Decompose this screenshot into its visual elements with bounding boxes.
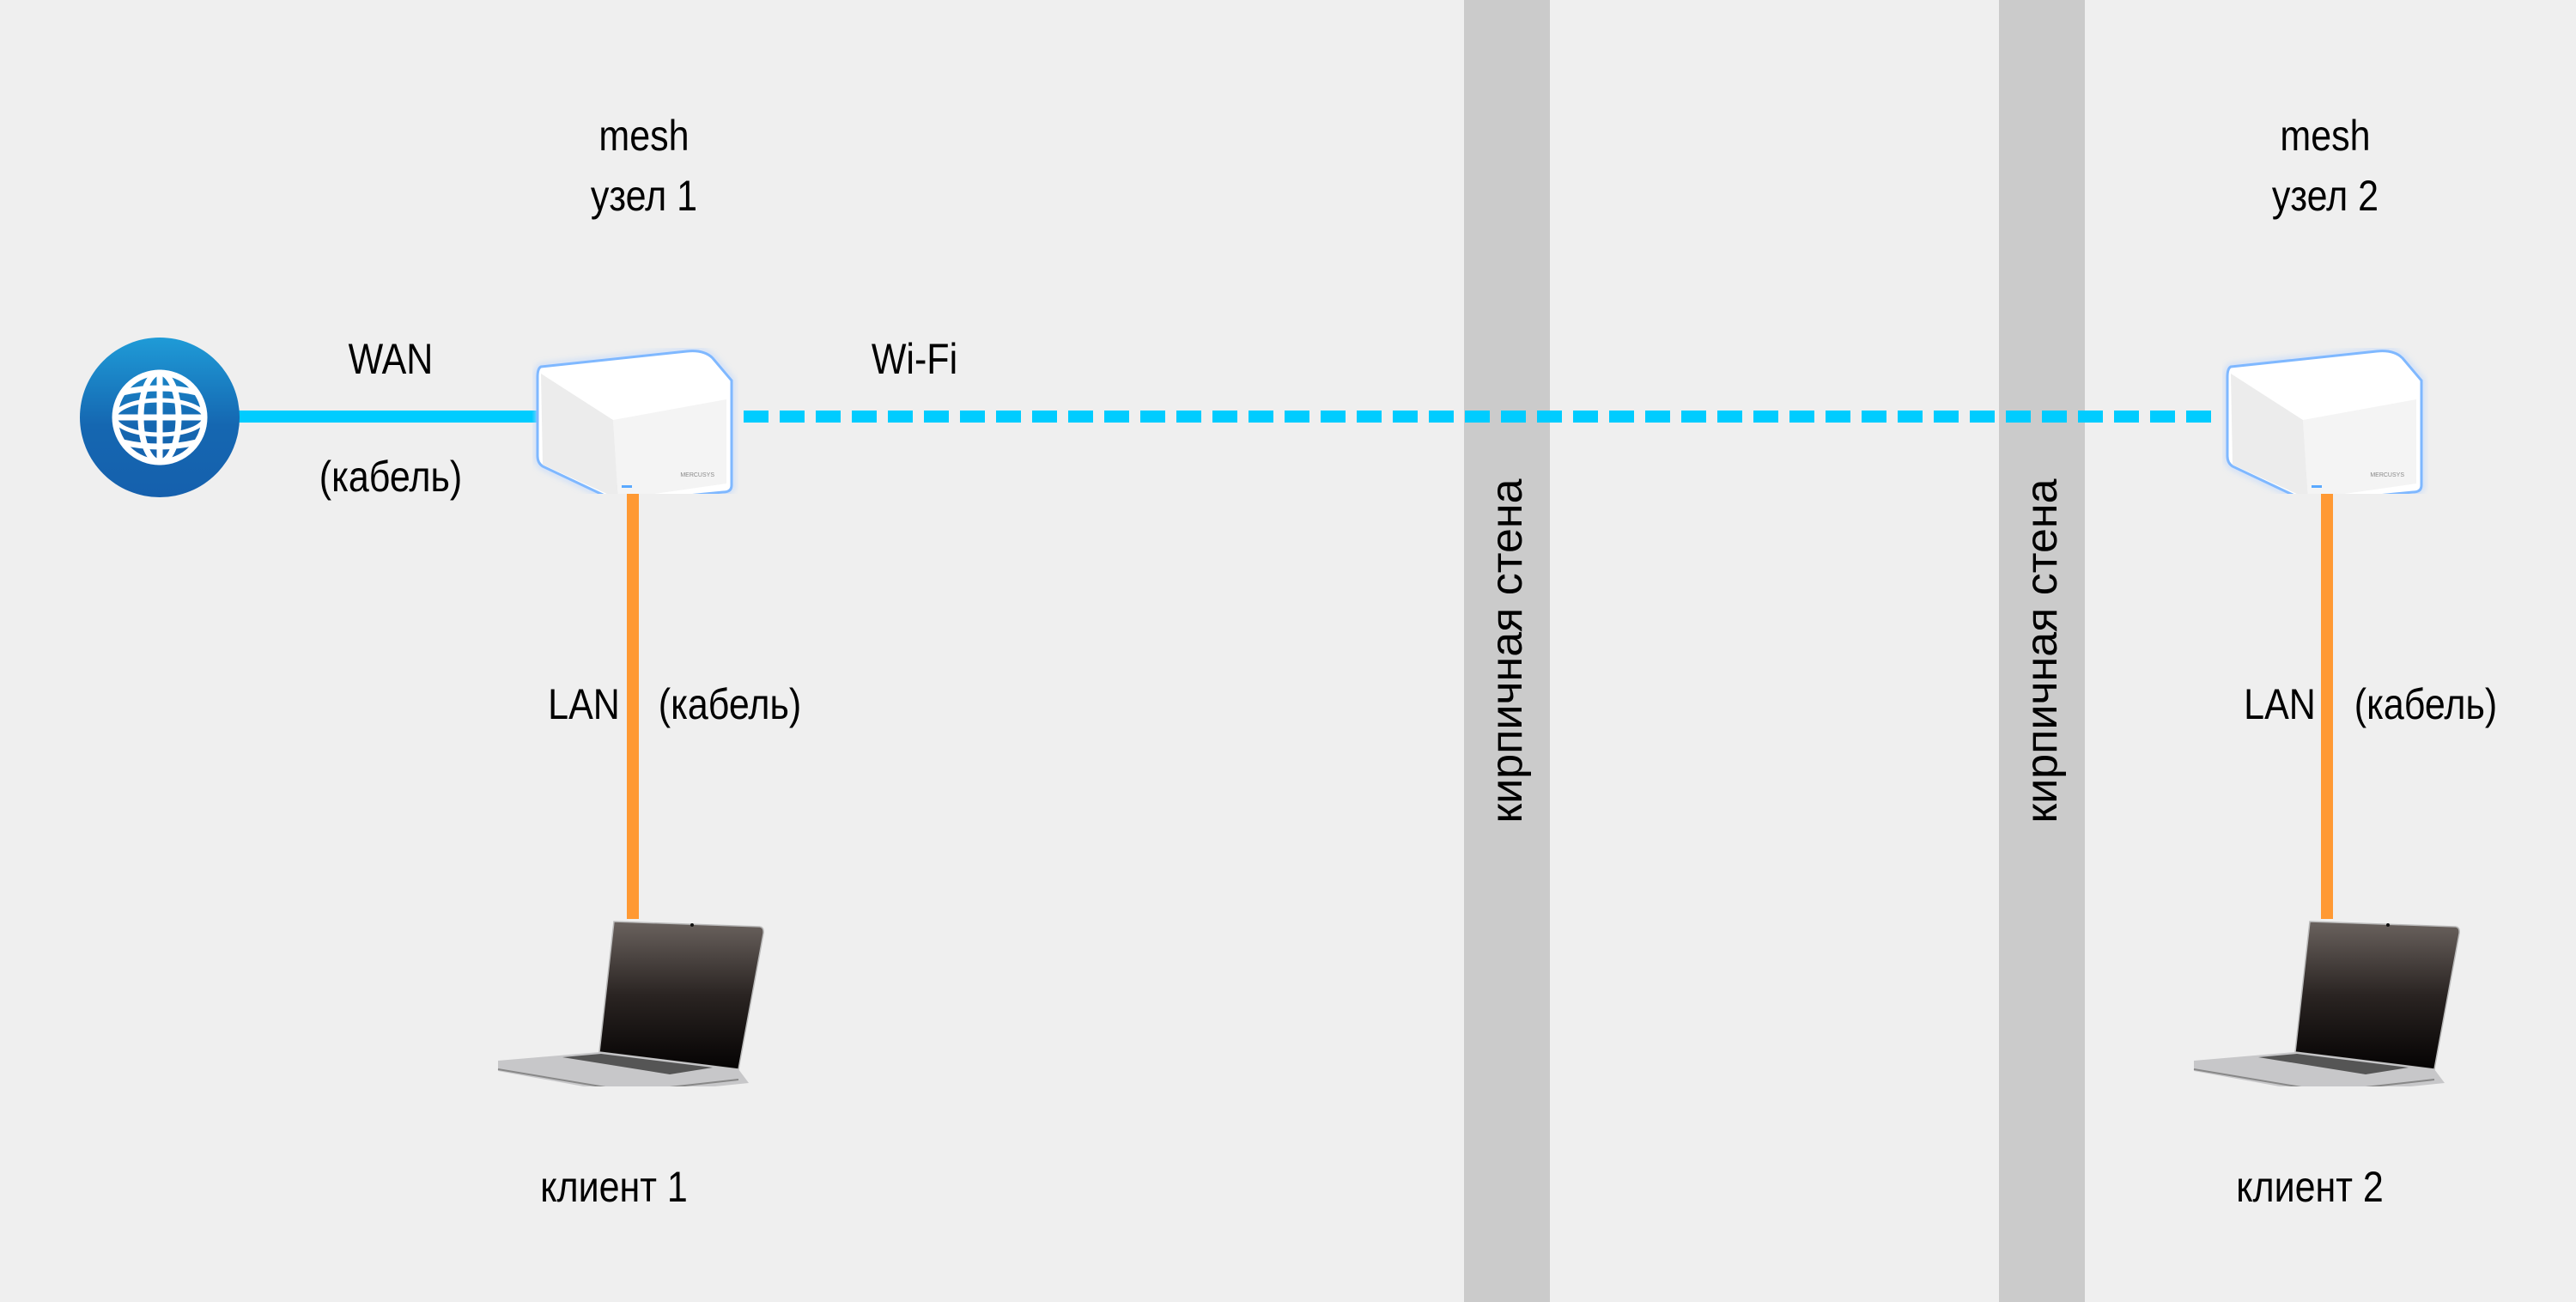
wifi-dash — [2006, 411, 2031, 423]
wifi-dash — [1249, 411, 1273, 423]
wifi-dash — [1898, 411, 1923, 423]
wifi-dash — [2078, 411, 2103, 423]
wifi-dash — [1645, 411, 1670, 423]
lan1-label: LAN — [548, 680, 620, 728]
wifi-dash — [1826, 411, 1850, 423]
wifi-dash — [1934, 411, 1959, 423]
wan-medium-label: (кабель) — [319, 453, 463, 501]
wifi-dash — [924, 411, 949, 423]
wifi-dash — [2114, 411, 2139, 423]
wifi-dash — [1465, 411, 1490, 423]
wifi-dash — [1501, 411, 1526, 423]
wifi-dash — [1104, 411, 1129, 423]
router-brand-1: MERCUSYS — [680, 472, 714, 478]
wifi-dash — [1140, 411, 1165, 423]
mesh-router-2[interactable]: MERCUSYS — [2222, 348, 2428, 494]
wifi-dash — [1573, 411, 1598, 423]
brick-wall-2: кирпичная стена — [1999, 0, 2085, 1302]
brick-wall-1: кирпичная стена — [1464, 0, 1550, 1302]
wifi-dash — [1753, 411, 1778, 423]
wifi-dash — [1681, 411, 1706, 423]
globe-icon — [112, 369, 208, 465]
wan-cable-line — [232, 411, 541, 423]
wifi-dash — [996, 411, 1021, 423]
wifi-dash — [1862, 411, 1886, 423]
lan2-label: LAN — [2244, 680, 2316, 728]
client1-label: клиент 1 — [540, 1163, 688, 1211]
wifi-dash — [1357, 411, 1382, 423]
lan2-medium-label: (кабель) — [2354, 680, 2498, 728]
lan-cable-line-2 — [2321, 481, 2333, 919]
wifi-dash — [780, 411, 805, 423]
wifi-dash — [2042, 411, 2067, 423]
node1-label-line2: узел 1 — [590, 172, 698, 220]
wifi-dash — [1393, 411, 1418, 423]
wifi-dash — [1789, 411, 1814, 423]
wifi-dash — [2150, 411, 2175, 423]
wall-label-2: кирпичная стена — [2017, 478, 2067, 824]
wifi-dash — [1176, 411, 1201, 423]
wifi-dash — [1068, 411, 1093, 423]
wifi-dash — [1537, 411, 1562, 423]
node2-label-line1: mesh — [2280, 112, 2371, 160]
wall-label-1: кирпичная стена — [1482, 478, 1532, 824]
wifi-dash — [852, 411, 877, 423]
wifi-label: Wi-Fi — [871, 335, 958, 383]
wifi-dash — [1609, 411, 1634, 423]
internet-globe — [80, 338, 240, 497]
wifi-dash — [1429, 411, 1454, 423]
node1-label-line1: mesh — [598, 112, 690, 160]
wifi-dash — [1285, 411, 1309, 423]
lan1-medium-label: (кабель) — [658, 680, 802, 728]
node2-label-line2: узел 2 — [2271, 172, 2379, 220]
wifi-dash — [2186, 411, 2211, 423]
wifi-dash — [960, 411, 985, 423]
router-brand-2: MERCUSYS — [2370, 472, 2404, 478]
lan-cable-line-1 — [627, 490, 639, 919]
wifi-dash — [816, 411, 841, 423]
wifi-dash — [888, 411, 913, 423]
wan-label: WAN — [348, 335, 434, 383]
wifi-dash — [1212, 411, 1237, 423]
client2-label: клиент 2 — [2236, 1163, 2384, 1211]
laptop-client-2[interactable] — [2177, 915, 2469, 1086]
wifi-dash — [1321, 411, 1346, 423]
wifi-dash — [1970, 411, 1995, 423]
wifi-dash — [1717, 411, 1742, 423]
mesh-router-1[interactable]: MERCUSYS — [532, 348, 738, 494]
laptop-client-1[interactable] — [481, 915, 773, 1086]
wifi-dash — [1032, 411, 1057, 423]
wifi-dash — [744, 411, 769, 423]
